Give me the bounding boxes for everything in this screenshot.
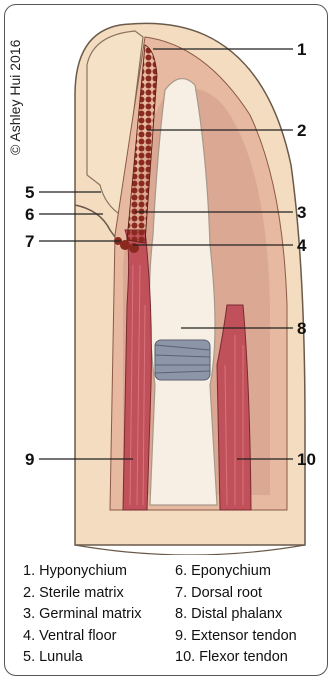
label-9: 9 bbox=[25, 450, 34, 469]
label-8: 8 bbox=[297, 319, 306, 338]
legend-item: 4. Ventral floor bbox=[23, 626, 141, 648]
legend-item: 1. Hyponychium bbox=[23, 561, 141, 583]
legend-item: 10. Flexor tendon bbox=[175, 647, 297, 669]
fingertip-illustration: 1 2 3 4 5 6 7 8 9 10 bbox=[5, 5, 328, 555]
label-2: 2 bbox=[297, 121, 306, 140]
figure-frame: 1 2 3 4 5 6 7 8 9 10 © Ashley Hui 2016 1… bbox=[4, 4, 328, 676]
label-4: 4 bbox=[297, 236, 307, 255]
legend-column-left: 1. Hyponychium 2. Sterile matrix 3. Germ… bbox=[23, 561, 141, 669]
legend-item: 7. Dorsal root bbox=[175, 583, 297, 605]
copyright-text: © Ashley Hui 2016 bbox=[7, 40, 23, 155]
label-5: 5 bbox=[25, 183, 34, 202]
label-7: 7 bbox=[25, 232, 34, 251]
label-3: 3 bbox=[297, 203, 306, 222]
legend-item: 9. Extensor tendon bbox=[175, 626, 297, 648]
legend-item: 3. Germinal matrix bbox=[23, 604, 141, 626]
label-6: 6 bbox=[25, 205, 34, 224]
legend-item: 5. Lunula bbox=[23, 647, 141, 669]
label-1: 1 bbox=[297, 40, 306, 59]
legend-column-right: 6. Eponychium 7. Dorsal root 8. Distal p… bbox=[175, 561, 297, 669]
label-10: 10 bbox=[297, 450, 316, 469]
legend-item: 6. Eponychium bbox=[175, 561, 297, 583]
legend-item: 8. Distal phalanx bbox=[175, 604, 297, 626]
legend-item: 2. Sterile matrix bbox=[23, 583, 141, 605]
